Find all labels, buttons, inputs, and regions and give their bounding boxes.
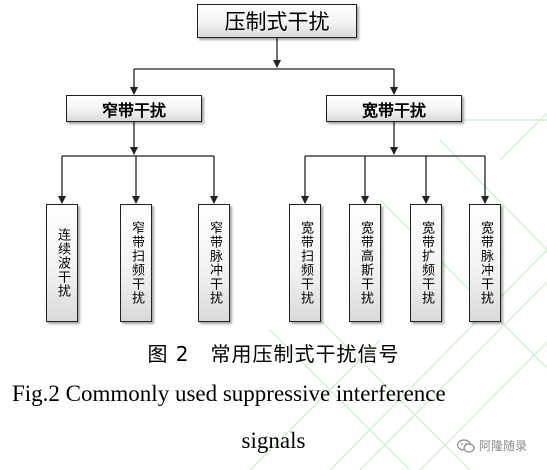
leaf-node-label: 宽带脉冲干扰 [478, 221, 493, 305]
figure-caption-english-line2: signals [241, 428, 306, 453]
branch-node-narrowband: 窄带干扰 [66, 95, 202, 122]
leaf-node-label: 宽带扫频干扰 [298, 221, 313, 305]
leaf-node-label: 连续波干扰 [55, 228, 70, 298]
leaf-node-wideband-sweep: 宽带扫频干扰 [289, 204, 321, 322]
leaf-node-wideband-spread: 宽带扩频干扰 [410, 204, 442, 322]
leaf-node-continuous-wave: 连续波干扰 [46, 204, 78, 322]
leaf-node-label: 宽带扩频干扰 [419, 221, 434, 305]
leaf-node-narrowband-pulse: 窄带脉冲干扰 [198, 204, 230, 322]
leaf-node-label: 窄带脉冲干扰 [207, 221, 222, 305]
branch-node-label: 窄带干扰 [101, 100, 166, 120]
figure-caption-chinese: 图 2 常用压制式干扰信号 [147, 342, 400, 366]
leaf-node-narrowband-sweep: 窄带扫频干扰 [120, 204, 152, 322]
wechat-icon [456, 438, 475, 453]
leaf-node-wideband-gaussian: 宽带高斯干扰 [349, 204, 381, 322]
figure-caption-english-line1: Fig.2 Commonly used suppressive interfer… [12, 381, 446, 406]
root-node-label: 压制式干扰 [224, 10, 330, 34]
root-node: 压制式干扰 [197, 4, 357, 38]
leaf-node-label: 窄带扫频干扰 [129, 221, 144, 305]
watermark: 阿隆随录 [456, 437, 527, 454]
watermark-label: 阿隆随录 [478, 439, 527, 453]
leaf-node-wideband-pulse: 宽带脉冲干扰 [469, 204, 501, 322]
leaf-node-label: 宽带高斯干扰 [358, 221, 373, 305]
branch-node-label: 宽带干扰 [361, 100, 426, 120]
branch-node-wideband: 宽带干扰 [326, 95, 462, 122]
